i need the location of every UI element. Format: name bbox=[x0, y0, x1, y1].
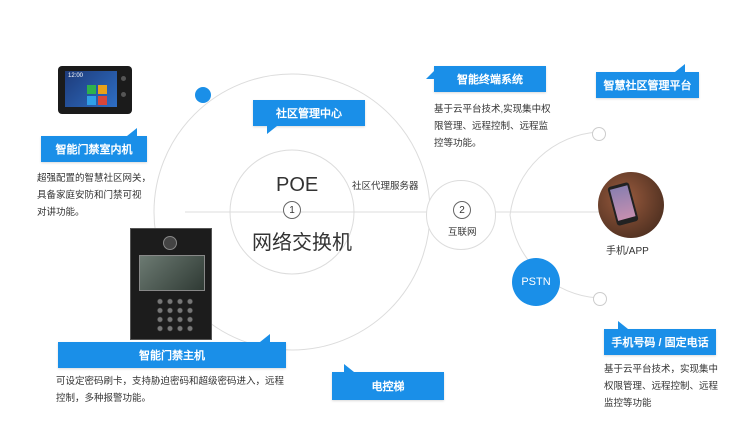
switch-label: 网络交换机 bbox=[252, 232, 352, 254]
tag-indoor-unit: 智能门禁室内机 bbox=[41, 128, 147, 162]
desc-terminal-system: 基于云平台技术,实现集中权 限管理、远程控制、远程监 控等功能。 bbox=[434, 104, 551, 149]
door-station-device bbox=[130, 228, 212, 340]
proxy-server-label: 社区代理服务器 bbox=[352, 181, 419, 192]
arc-upper-right bbox=[509, 131, 599, 216]
desc-indoor-unit: 超强配置的智慧社区网关， 具备家庭安防和门禁可视 对讲功能。 bbox=[37, 173, 152, 218]
app-label: 手机/APP bbox=[606, 246, 649, 257]
internet-label: 互联网 bbox=[448, 227, 477, 238]
tag-terminal-system: 智能终端系统 bbox=[426, 66, 546, 92]
tag-platform: 智慧社区管理平台 bbox=[596, 64, 699, 98]
node-1: 1 bbox=[283, 201, 301, 219]
poe-label: POE bbox=[276, 174, 319, 196]
node-2: 2 bbox=[453, 201, 471, 219]
tag-management-center: 社区管理中心 bbox=[253, 100, 365, 134]
tag-phone-number: 手机号码 / 固定电话 bbox=[604, 321, 716, 355]
blue-node-dot bbox=[195, 87, 211, 103]
phone-app-image bbox=[598, 172, 664, 238]
desc-door-host: 可设定密码刷卡，支持胁迫密码和超级密码进入，远程 控制，多种报警功能。 bbox=[56, 376, 285, 404]
tag-elevator-control: 电控梯 bbox=[332, 364, 444, 400]
indoor-unit-device: 12:00 bbox=[58, 66, 132, 114]
node-dot-platform bbox=[592, 127, 606, 141]
desc-phone-number: 基于云平台技术，实现集中 权限管理、远程控制、远程 监控等功能 bbox=[604, 364, 719, 409]
tag-door-host: 智能门禁主机 bbox=[58, 334, 286, 368]
node-dot-phone bbox=[593, 292, 607, 306]
pstn-node: PSTN bbox=[512, 258, 560, 306]
